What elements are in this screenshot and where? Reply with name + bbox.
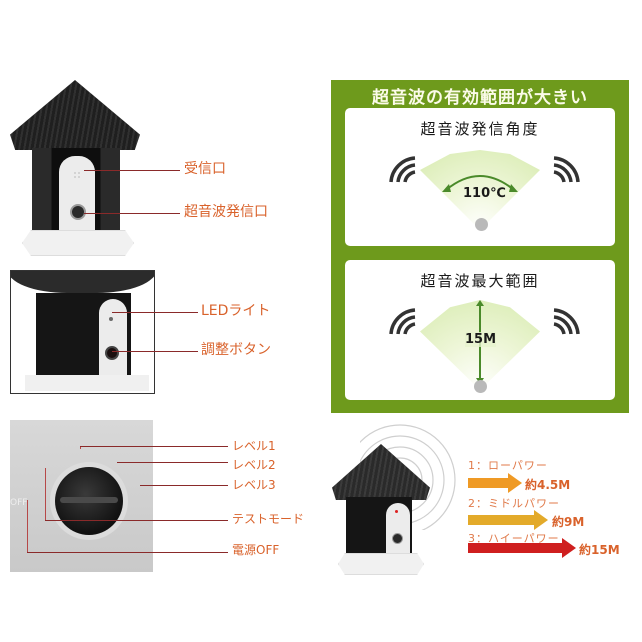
level-3-label: 3：ハイーパワー	[468, 532, 560, 545]
leader-line	[112, 312, 198, 313]
level-1-label: 1：ローパワー	[468, 459, 548, 472]
device-dot-icon	[474, 380, 487, 393]
receiver-grille-icon	[73, 171, 82, 180]
range-card: 超音波最大範囲 15M	[345, 260, 615, 400]
leader-line	[117, 462, 228, 463]
panel-title: 超音波の有効範囲が大きい	[372, 88, 588, 108]
front-panel	[59, 156, 95, 236]
leader-line	[80, 446, 228, 447]
dial-mark-off: OFF	[10, 498, 28, 508]
roof-edge	[11, 271, 154, 293]
leader-line	[84, 213, 180, 214]
house-base	[338, 553, 424, 575]
side-view-photo	[10, 270, 155, 394]
leader-line	[27, 500, 28, 552]
signal-waves-right-icon	[553, 156, 580, 183]
level-2-label: 2：ミドルパワー	[468, 497, 560, 510]
adjust-button-icon	[105, 346, 119, 360]
callout-test-mode: テストモード	[232, 512, 305, 526]
house-base	[22, 230, 134, 256]
callout-power-off: 電源OFF	[232, 543, 280, 557]
signal-waves-right-icon	[553, 308, 580, 335]
leader-line	[45, 520, 228, 521]
range-arrow-up-icon	[476, 300, 484, 306]
callout-emitter: 超音波発信口	[184, 204, 268, 220]
angle-card: 超音波発信角度 110℃	[345, 108, 615, 246]
house-base	[25, 375, 149, 391]
leader-line	[112, 351, 198, 352]
leader-line	[140, 485, 228, 486]
level-1-distance: 約4.5M	[525, 478, 571, 492]
front-panel	[386, 503, 410, 557]
callout-adjust: 調整ボタン	[201, 342, 271, 358]
dial-photo: OFF	[10, 420, 153, 572]
level-3-distance: 約15M	[579, 543, 620, 557]
angle-arc-arrow-icon	[442, 175, 518, 192]
angle-value: 110℃	[463, 186, 506, 201]
level-2-distance: 約9M	[552, 515, 585, 529]
roof	[10, 80, 140, 150]
device-dot-icon	[475, 218, 488, 231]
callout-level-2: レベル2	[232, 458, 276, 472]
ultrasonic-range-panel: 超音波の有効範囲が大きい 超音波発信角度 110℃ 超音波最大範囲 15M	[331, 80, 629, 413]
signal-waves-left-icon	[389, 156, 416, 183]
adjust-button-icon	[392, 533, 403, 544]
leader-line	[80, 446, 81, 449]
front-view-photo	[0, 80, 150, 260]
leader-line	[45, 468, 46, 520]
emitter-icon	[70, 204, 86, 220]
callout-level-1: レベル1	[232, 439, 276, 453]
led-light-icon	[395, 510, 398, 513]
range-card-title: 超音波最大範囲	[420, 272, 540, 290]
leader-line	[84, 170, 180, 171]
range-value: 15M	[465, 332, 497, 347]
callout-level-3: レベル3	[232, 478, 276, 492]
side-panel	[99, 299, 127, 389]
leader-line	[27, 552, 228, 553]
signal-waves-left-icon	[389, 308, 416, 335]
callout-receiver: 受信口	[184, 161, 226, 177]
callout-led: LEDライト	[201, 303, 271, 319]
dial-grip	[60, 497, 118, 503]
angle-card-title: 超音波発信角度	[420, 120, 540, 138]
led-light-icon	[109, 317, 113, 321]
device-photo	[330, 420, 460, 585]
